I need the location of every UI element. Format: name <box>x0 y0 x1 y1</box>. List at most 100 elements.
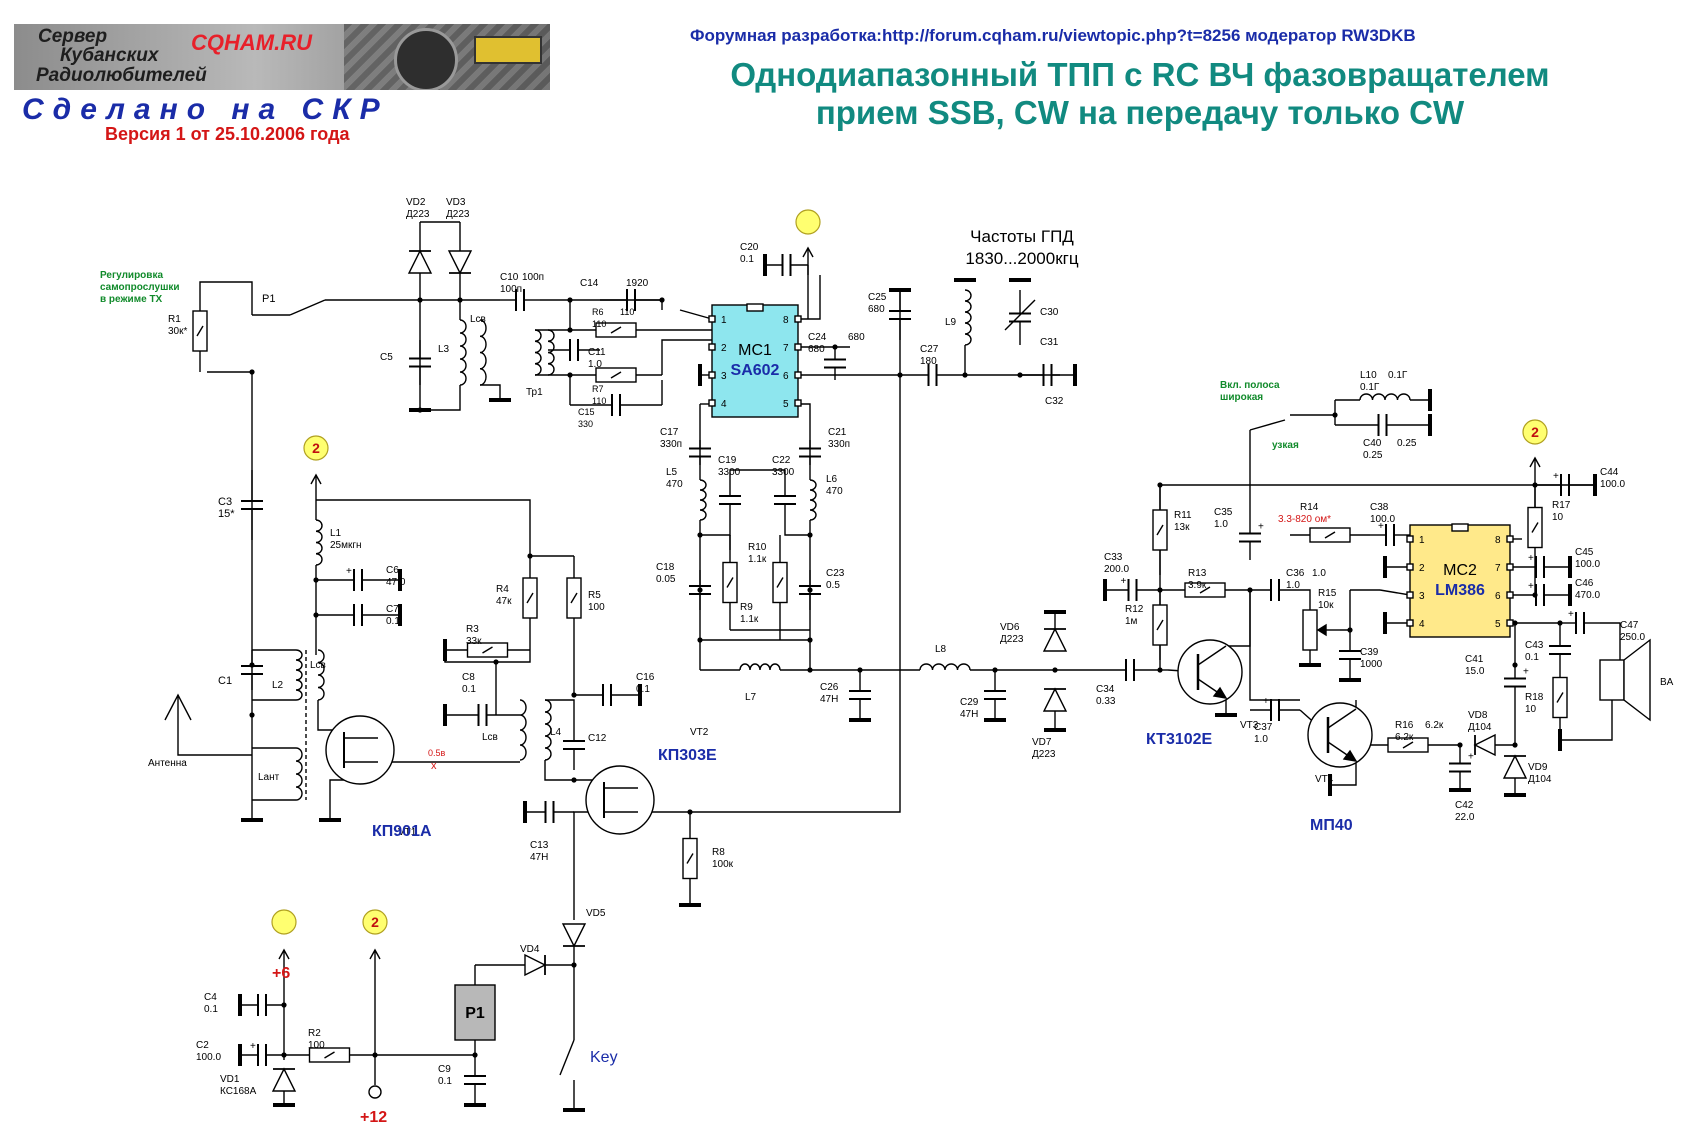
value-c8: 0.1 <box>462 684 476 695</box>
mc1-ic-type: SA602 <box>731 362 780 379</box>
made-on-skr: Сделано на СКР <box>22 93 389 126</box>
junction-dot <box>457 297 463 303</box>
volt-05-mark: x <box>431 760 437 772</box>
value-c18: 0.05 <box>656 574 676 585</box>
junction-dot <box>687 809 693 815</box>
mc1-ic-pinlabel: 1 <box>721 315 727 326</box>
junction-dot <box>807 532 813 538</box>
r5-resistor-mark <box>570 592 578 604</box>
logo-dial-image <box>394 28 458 90</box>
c30-trim-arrow <box>1004 299 1036 331</box>
value-c42: 22.0 <box>1455 812 1475 823</box>
symbols <box>164 209 1651 1112</box>
wire <box>661 339 680 375</box>
ref-c43: C43 <box>1525 640 1544 651</box>
ref-c34: C34 <box>1096 684 1115 695</box>
band-sw-1: Вкл. полоса <box>1220 380 1280 391</box>
lcv-l3-label: Lсв <box>470 314 486 325</box>
tp1-primary <box>534 329 542 376</box>
value-vd3: Д223 <box>446 209 470 220</box>
ref-r18: R18 <box>1525 692 1544 703</box>
l7-label: L7 <box>745 692 757 703</box>
mc1-ic-pin-r7 <box>794 343 802 351</box>
ref-c47: C47 <box>1620 620 1639 631</box>
value-c47: 250.0 <box>1620 632 1645 643</box>
node-1-audio-label: 2 <box>1531 424 1539 440</box>
junction-dot <box>1157 482 1163 488</box>
mc1-ic-ref: MC1 <box>738 342 772 359</box>
c6-capacitor-plus: + <box>346 566 352 577</box>
forum-link[interactable]: Форумная разработка:http://forum.cqham.r… <box>690 26 1416 45</box>
supply-arrow <box>278 948 290 960</box>
value-c11: 1.0 <box>588 359 602 370</box>
mc2-ic-pinlabel: 6 <box>1495 591 1501 602</box>
value-l1: 25мкгн <box>330 540 362 551</box>
junction-dot <box>1052 667 1058 673</box>
volt-05: 0.5в <box>428 748 446 758</box>
lant-coil <box>295 747 303 801</box>
vd3-diode <box>447 250 473 275</box>
p1-relay-label: P1 <box>465 1005 485 1022</box>
junction-dot <box>372 1052 378 1058</box>
mc2-ic-pinlabel: 1 <box>1419 535 1425 546</box>
ref-c40: C40 <box>1363 438 1382 449</box>
wire <box>798 275 821 320</box>
junction-dot <box>567 297 573 303</box>
wire <box>679 309 713 320</box>
value-r13: 3.9к <box>1188 580 1207 591</box>
ref-l6: L6 <box>826 474 838 485</box>
value-c2: 100.0 <box>196 1052 221 1063</box>
mc1-ic-notch <box>746 303 764 312</box>
mc1-ic <box>711 304 799 418</box>
ref-vd6: VD6 <box>1000 622 1020 633</box>
mc2-ic-notch <box>1451 523 1469 532</box>
mc2-ic-pin-r8 <box>1506 535 1514 543</box>
wire <box>535 300 571 331</box>
junction-dot <box>659 297 665 303</box>
supply-arrow <box>369 948 381 960</box>
mc1-ic-pin-l2 <box>708 343 716 351</box>
mc2-ic-pinlabel: 2 <box>1419 563 1425 574</box>
mc2-ic-pinlabel: 8 <box>1495 535 1501 546</box>
ref-r11: R11 <box>1174 510 1192 521</box>
ref-l2: L2 <box>272 680 284 691</box>
vt3-ref: VT3 <box>1240 720 1259 731</box>
vd5-label: VD5 <box>586 908 606 919</box>
value-c15: 330 <box>578 419 593 429</box>
vd4-label: VD4 <box>520 944 540 955</box>
value-l6: 470 <box>826 486 843 497</box>
l6-coil <box>809 479 817 521</box>
ref-r17: R17 <box>1552 500 1571 511</box>
value-c37: 1.0 <box>1254 734 1268 745</box>
ref-c39: C39 <box>1360 647 1379 658</box>
ref-c35: C35 <box>1214 507 1233 518</box>
ref-vd8: VD8 <box>1468 710 1488 721</box>
junction-dot <box>1512 742 1518 748</box>
junction-dot <box>697 637 703 643</box>
wire <box>1600 622 1621 660</box>
ref-c24: C24 <box>808 332 827 343</box>
mc2-ic <box>1409 524 1511 638</box>
wire <box>177 695 252 756</box>
vt4-transistor-arrow <box>1342 749 1358 762</box>
junction-dot <box>992 667 998 673</box>
mc2-ic-pin-l1 <box>1406 535 1414 543</box>
value-c21: 330п <box>828 439 850 450</box>
node-1-vt1 <box>303 435 329 461</box>
wire <box>199 281 253 315</box>
wire <box>1290 400 1336 416</box>
value-c40: 0.25 <box>1363 450 1383 461</box>
ref-c18: C18 <box>656 562 675 573</box>
lcv-l4-coil <box>519 699 527 761</box>
cqham-logo: Сервер Кубанских Радиолюбителей CQHAM.RU <box>14 24 550 90</box>
l10-value-alt: 0.1Г <box>1388 370 1408 381</box>
ref-c37: C37 <box>1254 722 1273 733</box>
junction-dot <box>313 612 319 618</box>
ba-speaker-body <box>1599 659 1625 701</box>
title-line-1: Однодиапазонный ТПП с RC ВЧ фазовращател… <box>730 56 1550 93</box>
value-vd9: Д104 <box>1528 774 1552 785</box>
c14-label: C14 <box>580 278 599 289</box>
value-c44: 100.0 <box>1600 479 1625 490</box>
plus12-label: +12 <box>360 1109 387 1126</box>
